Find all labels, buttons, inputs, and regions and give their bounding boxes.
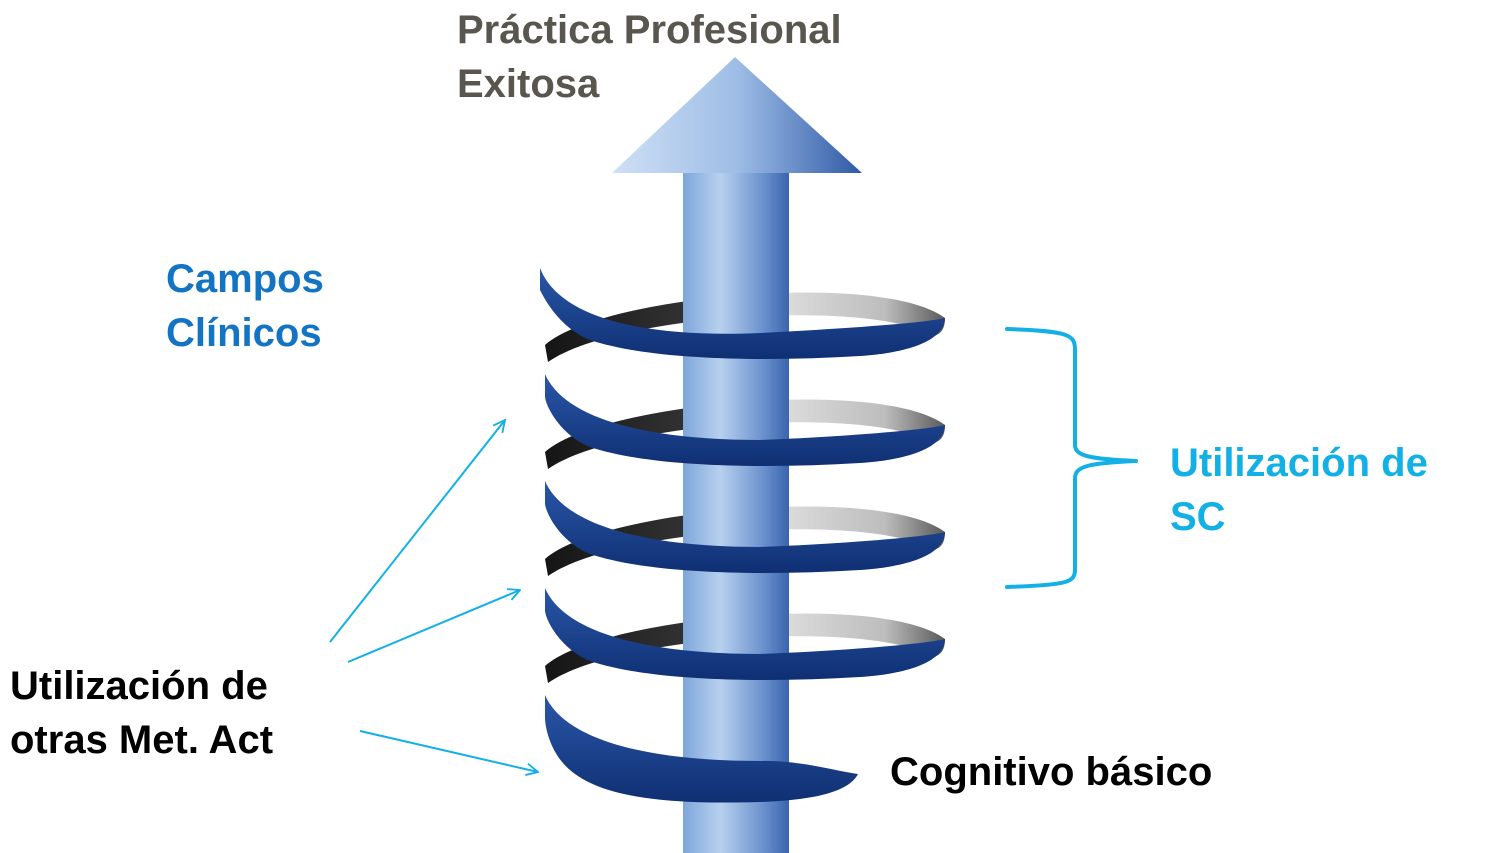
arrow-head xyxy=(612,57,862,173)
otras-line1: Utilización de xyxy=(10,664,268,708)
spiral-back-segment xyxy=(545,399,945,469)
campos-line1: Campos xyxy=(166,257,324,301)
otras-line2: otras Met. Act xyxy=(10,718,274,762)
connector-arrows xyxy=(329,420,538,772)
spiral-back-segments xyxy=(545,292,945,683)
campos-clinicos-label: Campos Clínicos xyxy=(166,252,324,360)
title-label: Práctica Profesional Exitosa xyxy=(457,3,842,111)
title-line1: Práctica Profesional xyxy=(457,8,842,52)
spiral-front-segment xyxy=(545,588,945,680)
connector-arrow xyxy=(359,730,538,772)
cognitivo-basico-label: Cognitivo básico xyxy=(890,745,1212,799)
cognitivo-text: Cognitivo básico xyxy=(890,750,1213,794)
title-line2: Exitosa xyxy=(457,62,600,106)
sc-bracket xyxy=(1005,327,1138,589)
central-up-arrow xyxy=(612,57,862,853)
utilizacion-sc-label: Utilización de SC xyxy=(1170,436,1428,544)
spiral-back-segment xyxy=(545,506,945,576)
spiral-front-segments xyxy=(540,268,945,803)
connector-arrow xyxy=(347,590,520,663)
sc-line1: Utilización de xyxy=(1170,441,1428,485)
spiral-front-segment xyxy=(540,268,945,359)
spiral-back-segment xyxy=(545,613,945,683)
spiral-front-segment xyxy=(545,481,945,573)
spiral-front-segment xyxy=(545,695,858,803)
campos-line2: Clínicos xyxy=(166,311,322,355)
sc-line2: SC xyxy=(1170,495,1226,539)
spiral-front-segment xyxy=(545,374,945,466)
connector-arrow xyxy=(329,420,505,643)
arrow-shaft xyxy=(683,165,789,853)
spiral-back-segment xyxy=(545,292,945,362)
utilizacion-otras-label: Utilización de otras Met. Act xyxy=(10,659,273,767)
